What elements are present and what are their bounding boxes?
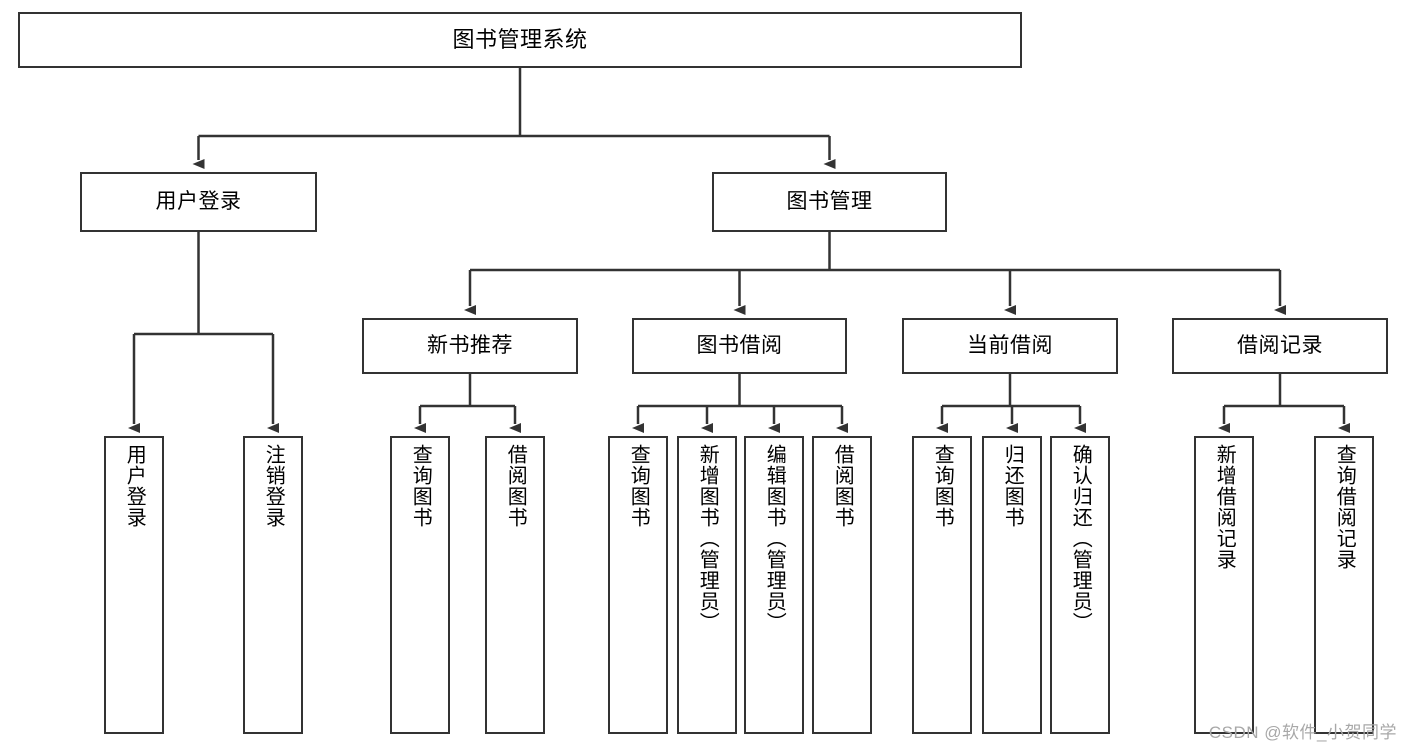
node-current-borrow[interactable]: 当前借阅 <box>902 318 1118 374</box>
watermark: CSDN @软件_小贺同学 <box>1208 723 1397 742</box>
leaf-record-add[interactable]: 新增借阅记录 <box>1194 436 1254 734</box>
node-label: 查询图书 <box>931 444 954 528</box>
leaf-borrow-query-book[interactable]: 查询图书 <box>608 436 668 734</box>
node-label: 图书管理系统 <box>452 26 588 52</box>
node-label: 借阅图书 <box>831 444 854 528</box>
node-label: 注销登录 <box>262 444 285 528</box>
node-root[interactable]: 图书管理系统 <box>18 12 1022 68</box>
node-label: 图书管理 <box>786 190 873 214</box>
leaf-current-query-book[interactable]: 查询图书 <box>912 436 972 734</box>
leaf-borrow-add-book[interactable]: 新增图书（管理员） <box>677 436 737 734</box>
leaf-recommend-query-book[interactable]: 查询图书 <box>390 436 450 734</box>
node-label: 新增图书（管理员） <box>696 444 719 633</box>
leaf-recommend-borrow-book[interactable]: 借阅图书 <box>485 436 545 734</box>
leaf-logout[interactable]: 注销登录 <box>243 436 303 734</box>
leaf-record-query[interactable]: 查询借阅记录 <box>1314 436 1374 734</box>
node-label: 查询图书 <box>409 444 432 528</box>
node-book-borrow[interactable]: 图书借阅 <box>632 318 847 374</box>
node-label: 用户登录 <box>155 190 242 214</box>
node-borrow-record[interactable]: 借阅记录 <box>1172 318 1388 374</box>
node-book-manage[interactable]: 图书管理 <box>712 172 947 232</box>
node-label: 当前借阅 <box>967 334 1053 358</box>
node-label: 图书借阅 <box>696 334 783 358</box>
node-label: 借阅记录 <box>1237 334 1323 358</box>
node-label: 确认归还（管理员） <box>1069 444 1092 633</box>
node-label: 归还图书 <box>1001 444 1024 528</box>
node-label: 查询借阅记录 <box>1333 444 1356 570</box>
leaf-user-login[interactable]: 用户登录 <box>104 436 164 734</box>
node-label: 查询图书 <box>627 444 650 528</box>
leaf-borrow-borrow-book[interactable]: 借阅图书 <box>812 436 872 734</box>
node-label: 借阅图书 <box>504 444 527 528</box>
leaf-borrow-edit-book[interactable]: 编辑图书（管理员） <box>744 436 804 734</box>
node-label: 新增借阅记录 <box>1213 444 1236 570</box>
leaf-current-return-book[interactable]: 归还图书 <box>982 436 1042 734</box>
node-user-login[interactable]: 用户登录 <box>80 172 317 232</box>
leaf-current-confirm-return[interactable]: 确认归还（管理员） <box>1050 436 1110 734</box>
node-new-book-recommend[interactable]: 新书推荐 <box>362 318 578 374</box>
node-label: 用户登录 <box>123 444 146 528</box>
node-label: 新书推荐 <box>427 334 513 358</box>
node-label: 编辑图书（管理员） <box>763 444 786 633</box>
